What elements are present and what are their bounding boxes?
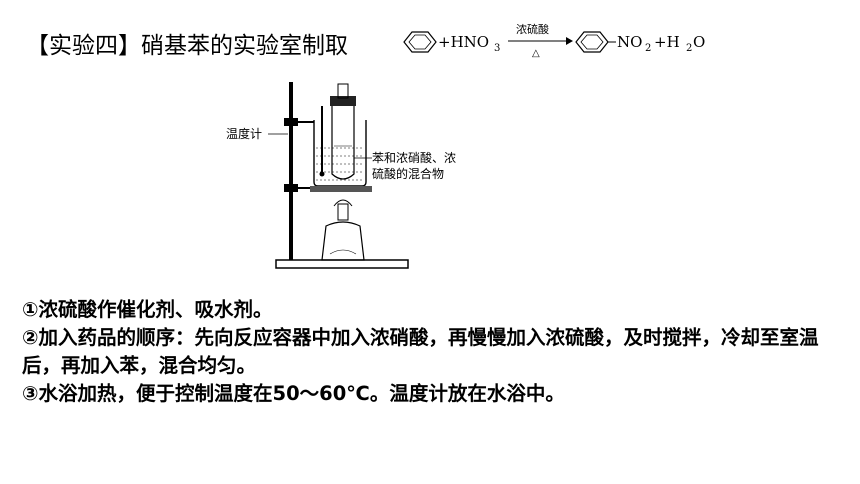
heat-condition: △ [532,48,540,59]
stand-base [275,259,409,269]
thermometer-clamp [284,118,314,126]
reaction-arrow [508,37,573,45]
section-title: 【实验四】硝基苯的实验室制取 [26,33,348,59]
notes-list: ①浓硫酸作催化剂、吸水剂。 ②加入药品的顺序：先向反应容器中加入浓硝酸，再慢慢加… [22,296,842,408]
catalyst-label: 浓硫酸 [516,22,549,36]
benzene-ring-reactant [403,31,437,53]
reaction-equation: +HNO 3 浓硫酸 △ NO 2 +H 2 O [403,22,705,59]
note-item: ②加入药品的顺序：先向反应容器中加入浓硝酸，再慢慢加入浓硫酸，及时搅拌，冷却至室… [22,326,819,377]
water-oxygen: O [693,33,705,51]
reactant-hno3: +HNO [438,33,489,51]
mixture-label-line1: 苯和浓硝酸、浓 [372,150,456,165]
stand-rod [289,82,293,260]
note-item: ①浓硫酸作催化剂、吸水剂。 [22,298,273,321]
apparatus-diagram: 温度计 苯和浓硝酸、浓 硫酸的混合物 [226,82,456,269]
product-water: +H [654,33,680,51]
test-tube [330,83,356,180]
product-no2-subscript: 2 [645,43,651,54]
alcohol-lamp [321,199,365,261]
product-no2: NO [617,33,642,51]
wire-gauze [310,186,372,192]
reactant-hno3-subscript: 3 [494,43,500,54]
water-subscript: 2 [686,43,692,54]
thermometer [319,106,325,177]
note-item: ③水浴加热，便于控制温度在50～60℃。温度计放在水浴中。 [22,382,565,405]
benzene-ring-product [575,31,616,53]
thermometer-label: 温度计 [226,126,262,141]
mixture-label-line2: 硫酸的混合物 [372,166,444,181]
